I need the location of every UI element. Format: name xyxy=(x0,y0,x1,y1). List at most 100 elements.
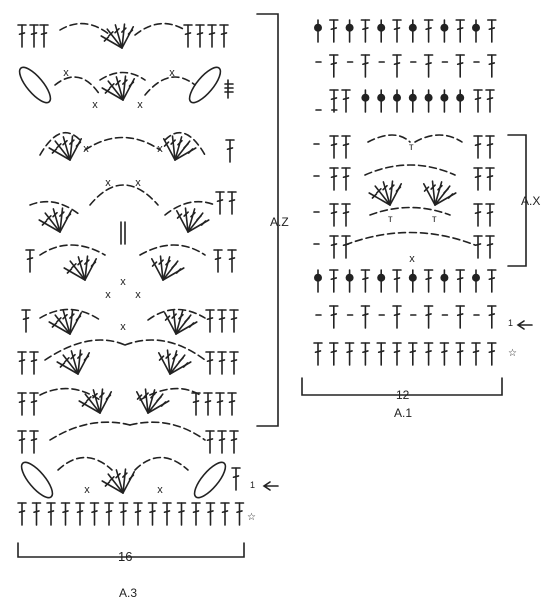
treble-stitch-icon xyxy=(485,167,495,191)
chain-arc xyxy=(29,200,81,216)
treble-stitch-icon xyxy=(217,430,227,454)
slip-mark: т xyxy=(388,214,393,225)
start-marker-a1: ☆ xyxy=(508,348,517,359)
treble-stitch-icon xyxy=(17,351,27,375)
chain-arc xyxy=(54,76,101,96)
bobble-icon xyxy=(408,19,417,43)
bobble-icon xyxy=(440,89,449,113)
fan-cluster-icon xyxy=(63,255,98,281)
chain-arc xyxy=(139,387,201,401)
treble-stitch-icon xyxy=(423,19,434,43)
treble-stitch-icon xyxy=(473,89,483,113)
treble-stitch-icon xyxy=(455,305,466,329)
treble-stitch-icon xyxy=(17,430,27,454)
left-arrow-icon xyxy=(262,481,279,491)
chain-arc xyxy=(164,131,206,156)
chain-arc xyxy=(134,456,189,471)
diagram-title-a1: A.1 xyxy=(394,406,413,420)
treble-stitch-icon xyxy=(360,342,371,366)
treble-stitch-icon xyxy=(485,89,495,113)
treble-stitch-icon xyxy=(133,502,143,526)
puff-loop-icon xyxy=(18,66,52,104)
treble-stitch-icon xyxy=(313,342,323,366)
treble-stitch-icon xyxy=(17,392,27,416)
slip-stitch-mark: x xyxy=(135,177,141,189)
section-label-az: A.Z xyxy=(270,215,289,229)
slip-stitch-mark: x xyxy=(120,276,126,288)
treble-stitch-icon xyxy=(360,19,371,43)
treble-stitch-icon xyxy=(229,309,239,333)
brackets xyxy=(17,13,533,558)
bobble-icon xyxy=(408,89,417,113)
treble-stitch-icon xyxy=(392,342,402,366)
fan-cluster-icon xyxy=(48,309,83,335)
fan-cluster-icon xyxy=(368,180,403,206)
left-arrow-icon xyxy=(516,320,533,330)
chain-arc xyxy=(414,134,463,143)
treble-stitch-icon xyxy=(407,342,418,366)
treble-stitch-icon xyxy=(60,502,71,526)
treble-stitch-icon xyxy=(234,502,245,526)
slip-stitch-mark: x xyxy=(105,177,111,189)
fan-cluster-icon xyxy=(56,349,91,375)
treble-stitch-icon xyxy=(485,235,495,259)
bobble-icon xyxy=(456,89,465,113)
treble-stitch-icon xyxy=(205,430,215,454)
treble-stitch-icon xyxy=(213,249,223,273)
treble-stitch-icon xyxy=(392,54,402,78)
treble-stitch-icon xyxy=(205,309,215,333)
fan-cluster-icon xyxy=(78,388,113,414)
chain-arc xyxy=(99,71,146,81)
treble-stitch-icon xyxy=(118,502,129,526)
start-marker-a3: ☆ xyxy=(247,512,256,523)
treble-stitch-icon xyxy=(205,351,215,375)
slip-stitch-mark: x xyxy=(105,289,111,301)
chain-arc xyxy=(57,456,113,471)
fan-cluster-icon xyxy=(135,388,170,414)
fan-cluster-icon xyxy=(150,255,185,281)
chain-arc xyxy=(84,136,161,151)
treble-stitch-icon xyxy=(217,309,227,333)
bobble-icon xyxy=(408,269,417,293)
treble-stitch-icon xyxy=(225,139,235,163)
treble-stitch-icon xyxy=(341,203,351,227)
chain-arc xyxy=(344,231,476,246)
treble-stitch-icon xyxy=(195,24,205,48)
slip-stitch-mark: x xyxy=(409,253,415,265)
treble-stitch-icon xyxy=(183,24,193,48)
chain-arc xyxy=(134,22,186,36)
chain-arc xyxy=(39,244,106,256)
chain-arc xyxy=(364,164,456,176)
treble-stitch-icon xyxy=(360,54,371,78)
slip-stitch-mark: x xyxy=(157,143,163,155)
row-marker-a1: 1 xyxy=(508,318,514,328)
treble-stitch-icon xyxy=(162,502,172,526)
treble-stitch-icon xyxy=(215,392,225,416)
bobble-icon xyxy=(314,269,322,293)
treble-stitch-icon xyxy=(473,167,483,191)
treble-stitch-icon xyxy=(229,430,239,454)
chain-arc xyxy=(39,308,101,321)
a1-width-bracket xyxy=(301,377,503,396)
treble-stitch-icon xyxy=(147,502,158,526)
treble-stitch-icon xyxy=(344,342,355,366)
chain-arc xyxy=(164,200,216,216)
fan-cluster-icon xyxy=(422,180,457,206)
stitch-count-a3: 16 xyxy=(118,549,133,564)
slip-stitch-mark: x xyxy=(135,289,141,301)
treble-stitch-icon xyxy=(29,392,39,416)
slip-mark: т xyxy=(409,142,414,153)
puff-loop-icon xyxy=(188,66,222,104)
treble-stitch-icon xyxy=(485,203,495,227)
treble-stitch-icon xyxy=(439,342,450,366)
treble-stitch-icon xyxy=(486,342,497,366)
treble-stitch-icon xyxy=(207,24,217,48)
treble-stitch-icon xyxy=(423,269,434,293)
treble-stitch-icon xyxy=(455,19,466,43)
fan-cluster-icon xyxy=(38,207,73,233)
treble-stitch-icon xyxy=(328,305,339,329)
bobble-icon xyxy=(472,19,480,43)
fan-cluster-icon xyxy=(101,468,136,494)
treble-stitch-icon xyxy=(328,269,339,293)
treble-stitch-icon xyxy=(329,89,339,113)
